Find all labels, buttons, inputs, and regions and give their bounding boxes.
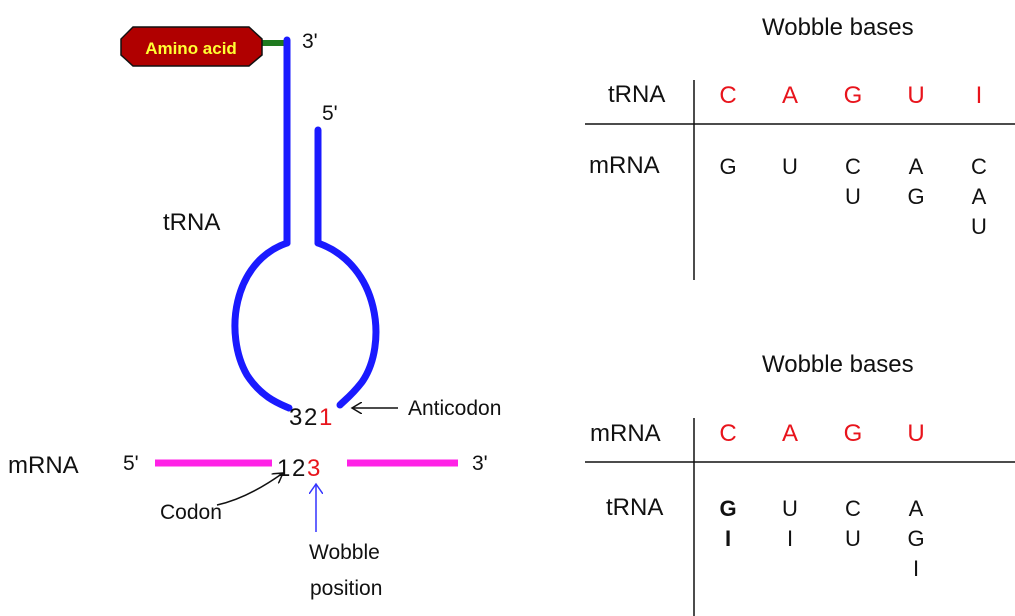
table1-col-header: mRNA	[589, 152, 660, 179]
mrna-three-prime: 3'	[472, 452, 488, 475]
table1-title: Wobble bases	[762, 14, 914, 41]
codon-label: Codon	[160, 501, 222, 524]
pair-i-c: C	[971, 154, 987, 179]
trna-three-prime: 3'	[302, 30, 318, 53]
codon-digit-1: 1	[277, 455, 290, 482]
pair-c-g: G	[719, 496, 736, 521]
pair-a-u: U	[782, 496, 798, 521]
pair-i-a: A	[972, 184, 987, 209]
pair-u-a: A	[909, 154, 924, 179]
mrna-label: mRNA	[8, 452, 79, 479]
pair-u-g: G	[907, 184, 924, 209]
pair-c-i: I	[725, 526, 731, 551]
trna-five-prime: 5'	[322, 102, 338, 125]
pair-a-i: I	[787, 526, 793, 551]
wobble-position-label-1: Wobble	[309, 541, 380, 564]
anticodon-loop	[231, 239, 380, 412]
codon-digit-3: 3	[307, 455, 320, 482]
wobble-base-a: A	[782, 82, 798, 109]
anticodon-label: Anticodon	[408, 397, 501, 420]
amino-acid-label: Amino acid	[145, 39, 237, 58]
wobble-base-g: G	[844, 420, 863, 447]
codon-arrow	[216, 473, 283, 506]
anticodon-digit-3: 3	[289, 404, 302, 431]
anticodon: 3 2 1	[289, 404, 332, 431]
codon: 1 2 3	[277, 455, 320, 482]
anticodon-digit-2: 2	[304, 404, 317, 431]
pair-c-g: G	[719, 154, 736, 179]
pair-u-i: I	[913, 556, 919, 581]
wobble-base-g: G	[844, 82, 863, 109]
wobble-base-u: U	[907, 420, 924, 447]
pair-u-g: G	[907, 526, 924, 551]
trna-label: tRNA	[163, 209, 220, 236]
pair-g-u: U	[845, 184, 861, 209]
table2-title: Wobble bases	[762, 351, 914, 378]
pair-u-a: A	[909, 496, 924, 521]
wobble-base-i: I	[976, 82, 983, 109]
pair-g-u: U	[845, 526, 861, 551]
pair-i-u: U	[971, 214, 987, 239]
wobble-position-label-2: position	[310, 577, 382, 600]
amino-acid-shape	[120, 26, 263, 67]
table2-row-header: mRNA	[590, 420, 661, 447]
table1-row-header: tRNA	[608, 81, 665, 108]
wobble-base-a: A	[782, 420, 798, 447]
mrna-five-prime: 5'	[123, 452, 139, 475]
anticodon-digit-1: 1	[319, 404, 332, 431]
wobble-base-c: C	[719, 82, 736, 109]
amino-acid-badge: Amino acid	[120, 26, 263, 67]
trna-molecule	[231, 36, 380, 412]
pair-a-u: U	[782, 154, 798, 179]
wobble-base-u: U	[907, 82, 924, 109]
wobble-base-c: C	[719, 420, 736, 447]
pair-g-c: C	[845, 496, 861, 521]
codon-digit-2: 2	[292, 455, 305, 482]
pair-g-c: C	[845, 154, 861, 179]
table2-col-header: tRNA	[606, 494, 663, 521]
